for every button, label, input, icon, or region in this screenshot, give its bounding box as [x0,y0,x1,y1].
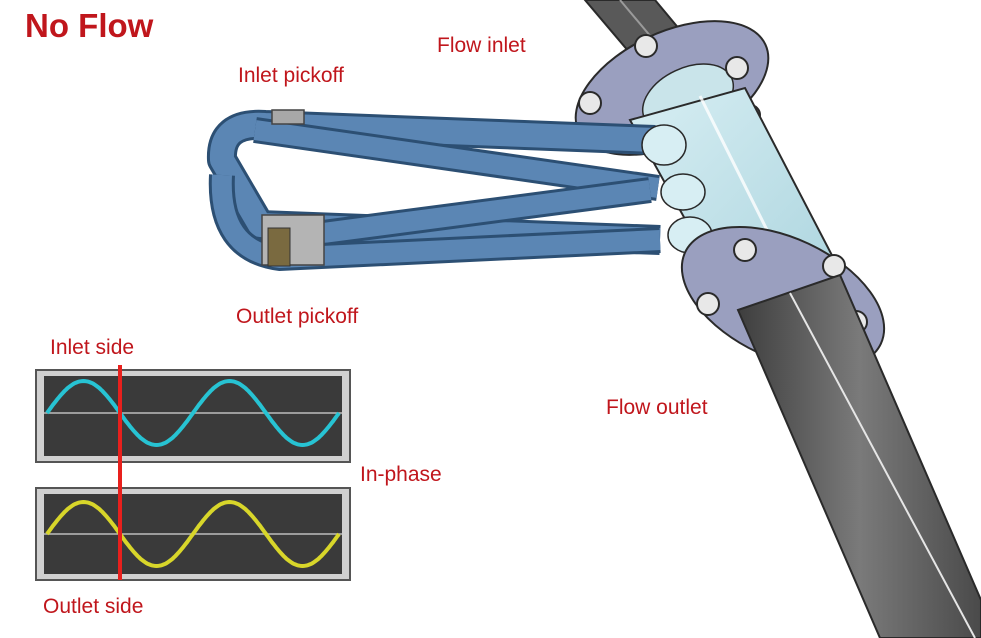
outlet-side-scope [35,487,351,581]
flow-inlet-label: Flow inlet [437,34,526,57]
inlet-pickoff-label: Inlet pickoff [238,64,344,87]
outlet-waveform [45,499,341,569]
inlet-side-label: Inlet side [50,336,135,359]
outlet-pickoff-label: Outlet pickoff [236,305,359,328]
outlet-pipe [736,273,981,638]
inlet-pickoff-sensor [271,109,305,125]
inlet-waveform [45,378,341,448]
outlet-side-label: Outlet side [43,595,144,618]
inlet-side-scope [35,369,351,463]
phase-marker-line [118,365,122,580]
flow-outlet-label: Flow outlet [606,396,708,419]
phase-label: In-phase [360,463,442,486]
outlet-pickoff-sensor [261,214,325,267]
page-title: No Flow [25,7,154,44]
